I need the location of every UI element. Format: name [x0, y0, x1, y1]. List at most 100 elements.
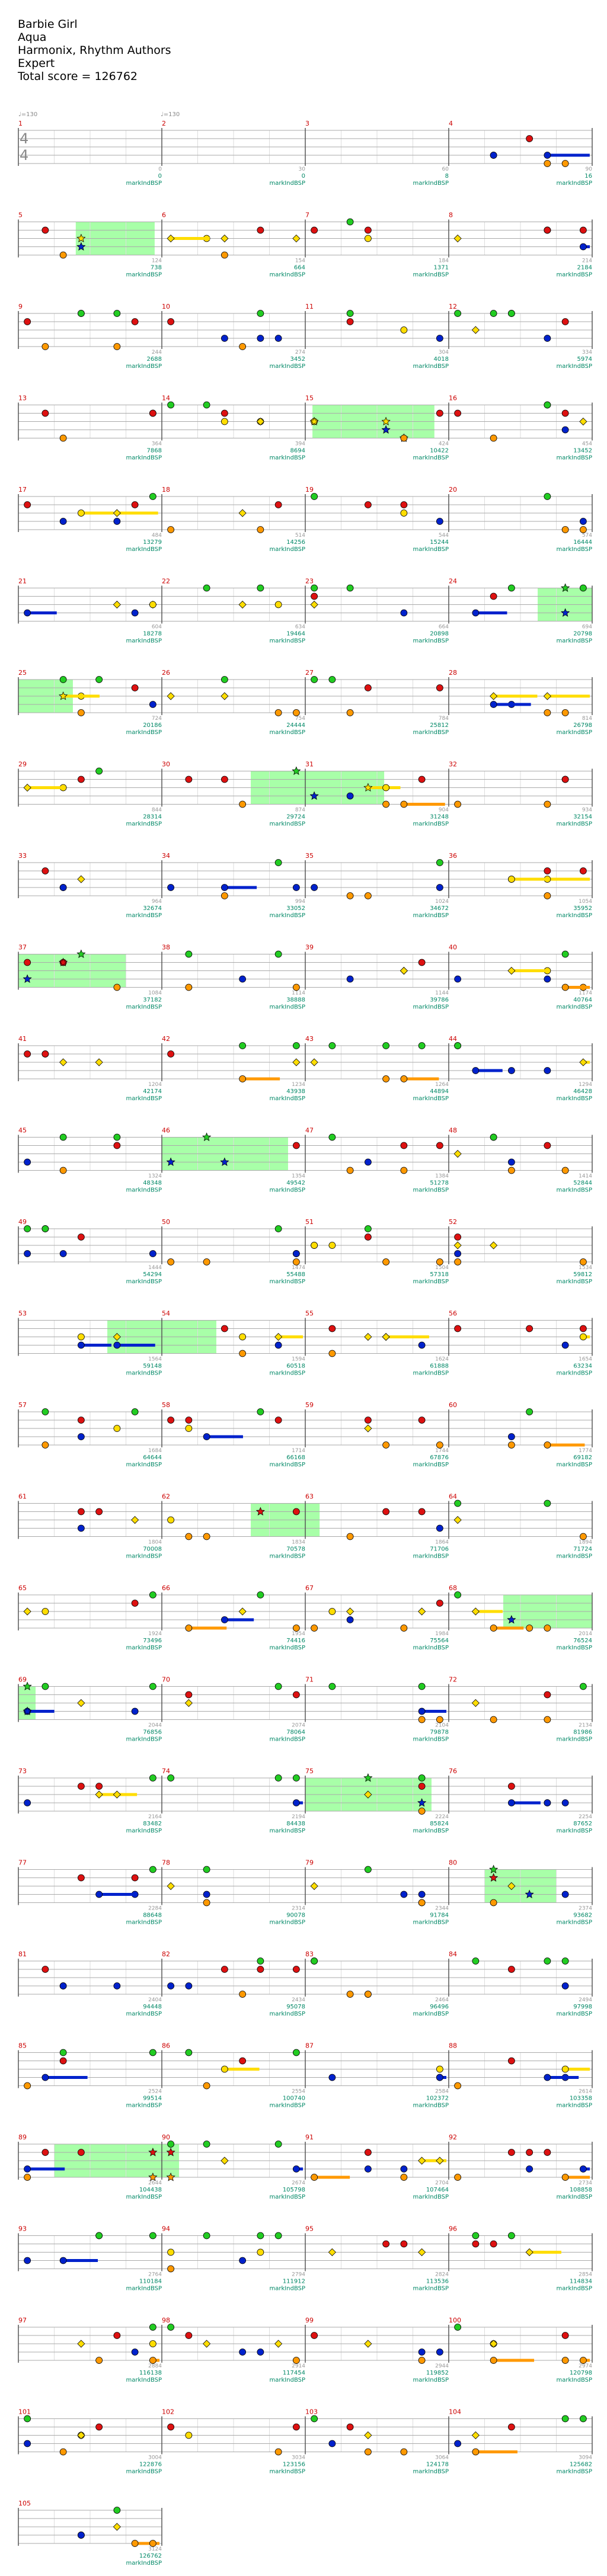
beat-counter: 184	[439, 258, 449, 264]
overdrive-label: markIndBSP	[557, 1279, 592, 1285]
note-gem	[436, 335, 443, 342]
note-gem	[400, 510, 408, 517]
measure-number: 62	[162, 1493, 170, 1501]
note-gem	[167, 2248, 175, 2256]
note-gem	[400, 800, 408, 808]
overdrive-label: markIndBSP	[270, 638, 305, 645]
star-note	[381, 416, 391, 426]
overdrive-label: markIndBSP	[413, 1462, 449, 1468]
measure-score: 59148	[143, 1363, 162, 1370]
hopo-note	[274, 2340, 283, 2348]
measure-score: 33052	[286, 905, 305, 912]
note-gem	[544, 975, 551, 983]
note-gem	[167, 2324, 175, 2331]
note-gem	[257, 1591, 264, 1598]
measure-number: 1	[18, 120, 23, 127]
note-gem	[77, 1433, 85, 1440]
overdrive-label: markIndBSP	[413, 1095, 449, 1102]
beat-counter: 694	[582, 624, 592, 630]
measure-score: 59812	[573, 1271, 592, 1278]
measure-score: 122876	[139, 2462, 162, 2468]
measure-score: 28314	[143, 814, 162, 821]
note-gem	[113, 2332, 121, 2339]
beat-counter: 2434	[292, 1997, 305, 2003]
star-note	[59, 691, 68, 700]
star-note	[166, 2172, 175, 2181]
note-gem	[311, 2174, 318, 2181]
note-gem	[239, 2257, 247, 2264]
star-note	[417, 1798, 427, 1807]
beat-counter: 2374	[579, 1906, 592, 1912]
beat-counter: 2644	[148, 2180, 162, 2186]
note-gem	[131, 1707, 139, 1715]
measure-score: 16444	[573, 539, 592, 546]
note-gem	[400, 326, 408, 334]
measure-score: 84438	[286, 1821, 305, 1827]
note-gem	[544, 401, 551, 409]
measure-number: 76	[449, 1767, 457, 1775]
measure-number: 101	[18, 2408, 31, 2416]
beat-counter: 2824	[435, 2272, 449, 2278]
note-gem	[239, 1350, 247, 1357]
measure-score: 34672	[430, 905, 449, 912]
beat-counter: 2164	[148, 1814, 162, 1820]
measure-score: 738	[151, 265, 162, 271]
measure-number: 14	[162, 395, 170, 402]
measure-score: 76856	[143, 1729, 162, 1736]
beat-counter: 1774	[579, 1448, 592, 1454]
note-gem	[239, 2057, 247, 2065]
note-gem	[257, 2232, 264, 2239]
beat-counter: 1864	[435, 1540, 449, 1546]
note-gem	[77, 2532, 85, 2539]
note-gem	[292, 1799, 300, 1806]
note-gem	[561, 1982, 569, 1989]
note-gem	[167, 2423, 175, 2431]
note-gem	[418, 1783, 426, 1790]
note-gem	[490, 2357, 497, 2364]
note-gem	[292, 1966, 300, 1973]
overdrive-label: markIndBSP	[557, 2286, 592, 2292]
measure-number: 69	[18, 1676, 27, 1684]
note-gem	[77, 1508, 85, 1516]
note-gem	[24, 609, 31, 617]
note-gem	[41, 1966, 49, 1973]
hopo-note	[167, 234, 175, 243]
note-gem	[544, 1067, 551, 1074]
beat-counter: 2014	[579, 1631, 592, 1637]
note-gem	[454, 1233, 462, 1241]
note-gem	[311, 1625, 318, 1632]
overdrive-label: markIndBSP	[126, 363, 162, 370]
measure-number: 103	[305, 2408, 318, 2416]
note-gem	[221, 1966, 228, 1973]
measure-score: 2688	[147, 356, 162, 363]
hopo-note	[507, 1882, 516, 1891]
measure-score: 96496	[430, 2004, 449, 2010]
note-gem	[292, 1625, 300, 1632]
note-gem	[113, 310, 121, 317]
note-gem	[328, 2074, 336, 2081]
measure-score: 71724	[573, 1546, 592, 1553]
note-gem	[239, 343, 247, 350]
hopo-note	[310, 600, 318, 609]
note-gem	[436, 2348, 443, 2356]
measure-number: 67	[305, 1584, 314, 1592]
note-gem	[311, 2332, 318, 2339]
beat-counter: 2044	[148, 1723, 162, 1729]
measure-score: 20898	[430, 631, 449, 637]
note-gem	[346, 792, 354, 800]
measure-score: 40764	[573, 997, 592, 1004]
note-gem	[257, 526, 264, 533]
note-gem	[257, 226, 264, 234]
measure-number: 61	[18, 1493, 27, 1501]
hopo-note	[310, 1058, 318, 1066]
note-gem	[24, 959, 31, 966]
beat-counter: 1084	[148, 991, 162, 997]
note-gem	[149, 2357, 156, 2364]
beat-counter: 934	[582, 808, 592, 813]
time-signature-denominator: 4	[20, 147, 28, 164]
overdrive-label: markIndBSP	[126, 1553, 162, 1560]
note-gem	[418, 1341, 426, 1349]
beat-counter: 484	[152, 533, 162, 539]
note-gem	[203, 1899, 210, 1907]
overdrive-label: markIndBSP	[557, 272, 592, 278]
